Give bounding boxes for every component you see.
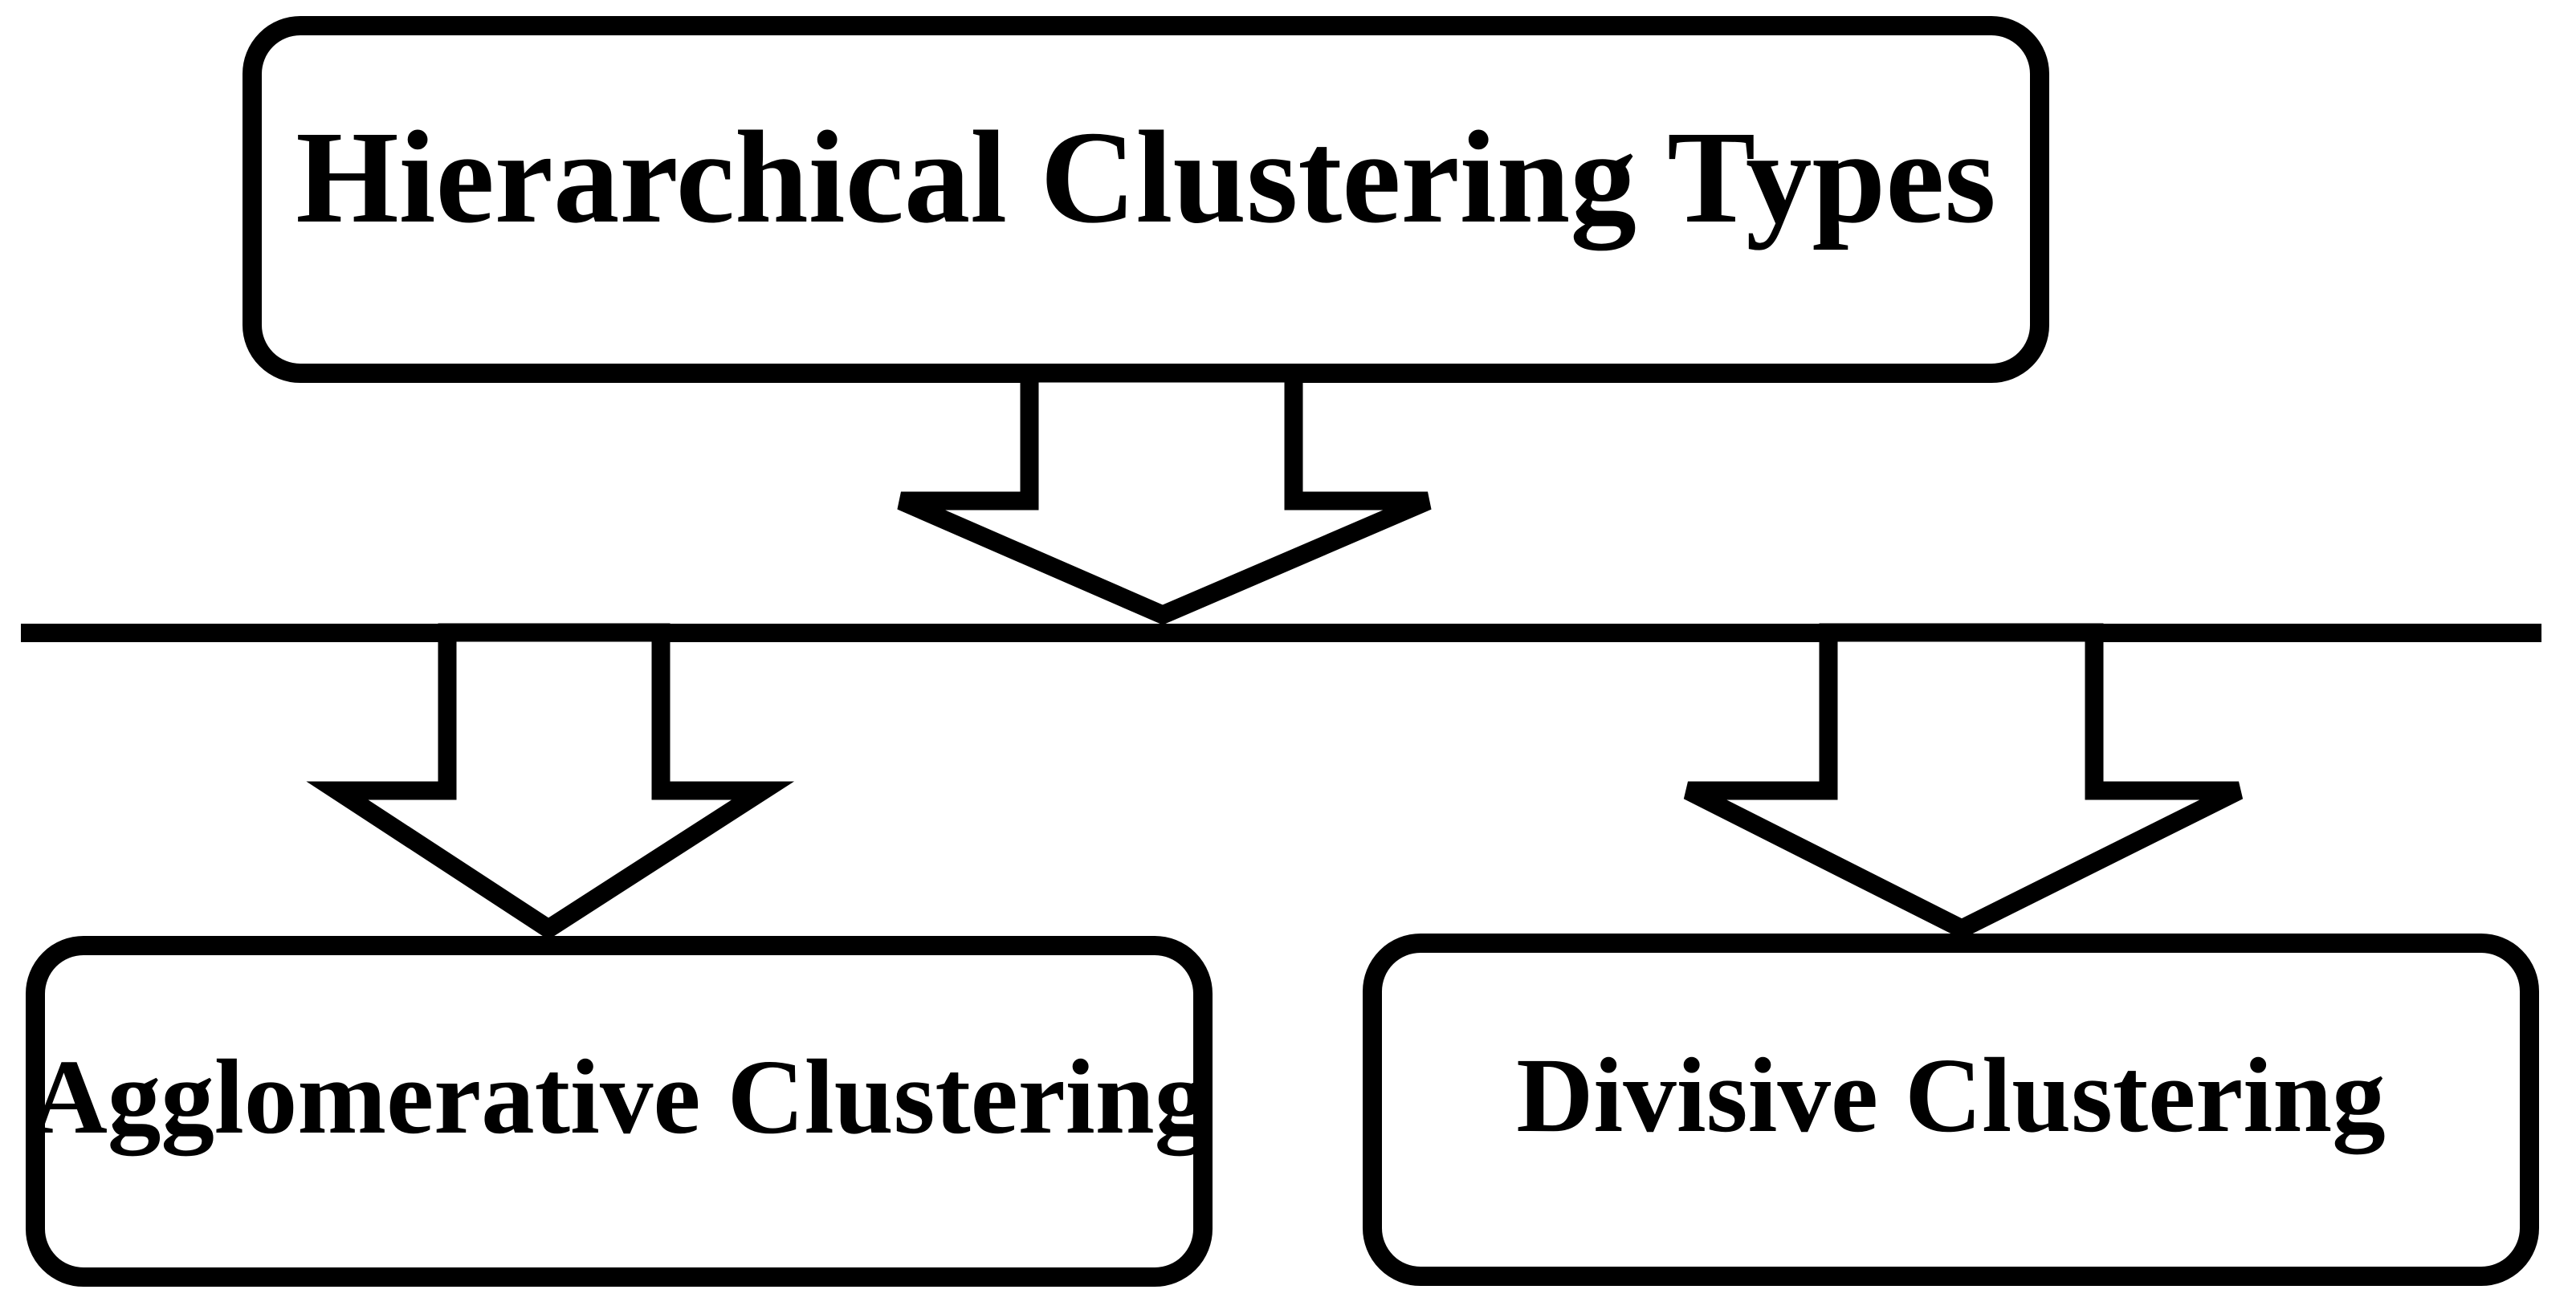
node-agglomerative-clustering: Agglomerative Clustering bbox=[26, 936, 1213, 1287]
node-agglomerative-clustering-label: Agglomerative Clustering bbox=[30, 1037, 1209, 1156]
node-hierarchical-clustering-types-label: Hierarchical Clustering Types bbox=[296, 104, 1996, 250]
down-block-arrow-left-icon bbox=[306, 623, 795, 940]
node-divisive-clustering-label: Divisive Clustering bbox=[1516, 1035, 2386, 1154]
down-block-arrow-top-icon bbox=[897, 364, 1432, 625]
node-divisive-clustering: Divisive Clustering bbox=[1363, 934, 2539, 1286]
node-hierarchical-clustering-types: Hierarchical Clustering Types bbox=[243, 16, 2049, 383]
down-block-arrow-right-icon bbox=[1683, 623, 2244, 939]
